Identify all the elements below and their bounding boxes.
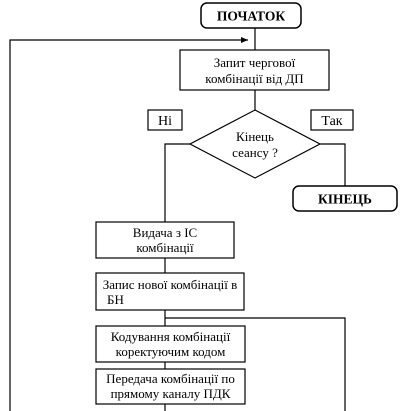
yes-branch-label: Так xyxy=(321,114,342,129)
loop-back-line xyxy=(9,37,248,411)
no-branch-label-box xyxy=(147,109,183,131)
write-line-2: БН xyxy=(107,292,124,307)
encode-line-2: коректуючим кодом xyxy=(116,344,226,359)
decision-line-2: сеансу ? xyxy=(232,145,278,160)
issue-line-2: комбінації xyxy=(136,240,194,255)
end-of-session-decision xyxy=(188,109,322,179)
transmit-line-2: прямому каналу ПДК xyxy=(111,386,231,401)
end-terminator xyxy=(292,185,398,212)
encode-combination-box xyxy=(95,325,246,363)
decision-line-1: Кінець xyxy=(236,129,274,144)
issue-combination-box xyxy=(95,221,235,259)
issue-line-1: Видача з ІС xyxy=(133,225,197,240)
request-combination-box xyxy=(179,49,330,91)
request-line-2: комбінації від ДП xyxy=(205,71,303,86)
yes-branch-label-box xyxy=(310,109,354,131)
transmit-combination-box xyxy=(95,368,246,405)
write-line-1: Запис нової комбінації в xyxy=(103,277,238,292)
start-terminator xyxy=(200,2,302,29)
encode-line-1: Кодування комбінації xyxy=(111,329,231,344)
end-label: КІНЕЦЬ xyxy=(318,192,372,207)
flow-no-branch xyxy=(164,143,190,222)
start-label: ПОЧАТОК xyxy=(217,9,285,24)
transmit-line-1: Передача комбінації по xyxy=(106,371,235,386)
request-line-1: Запит чергової xyxy=(214,55,296,70)
write-combination-box xyxy=(95,272,245,311)
no-branch-label: Ні xyxy=(158,114,172,129)
return-line-right xyxy=(165,317,346,411)
flow-yes-branch xyxy=(320,143,346,186)
